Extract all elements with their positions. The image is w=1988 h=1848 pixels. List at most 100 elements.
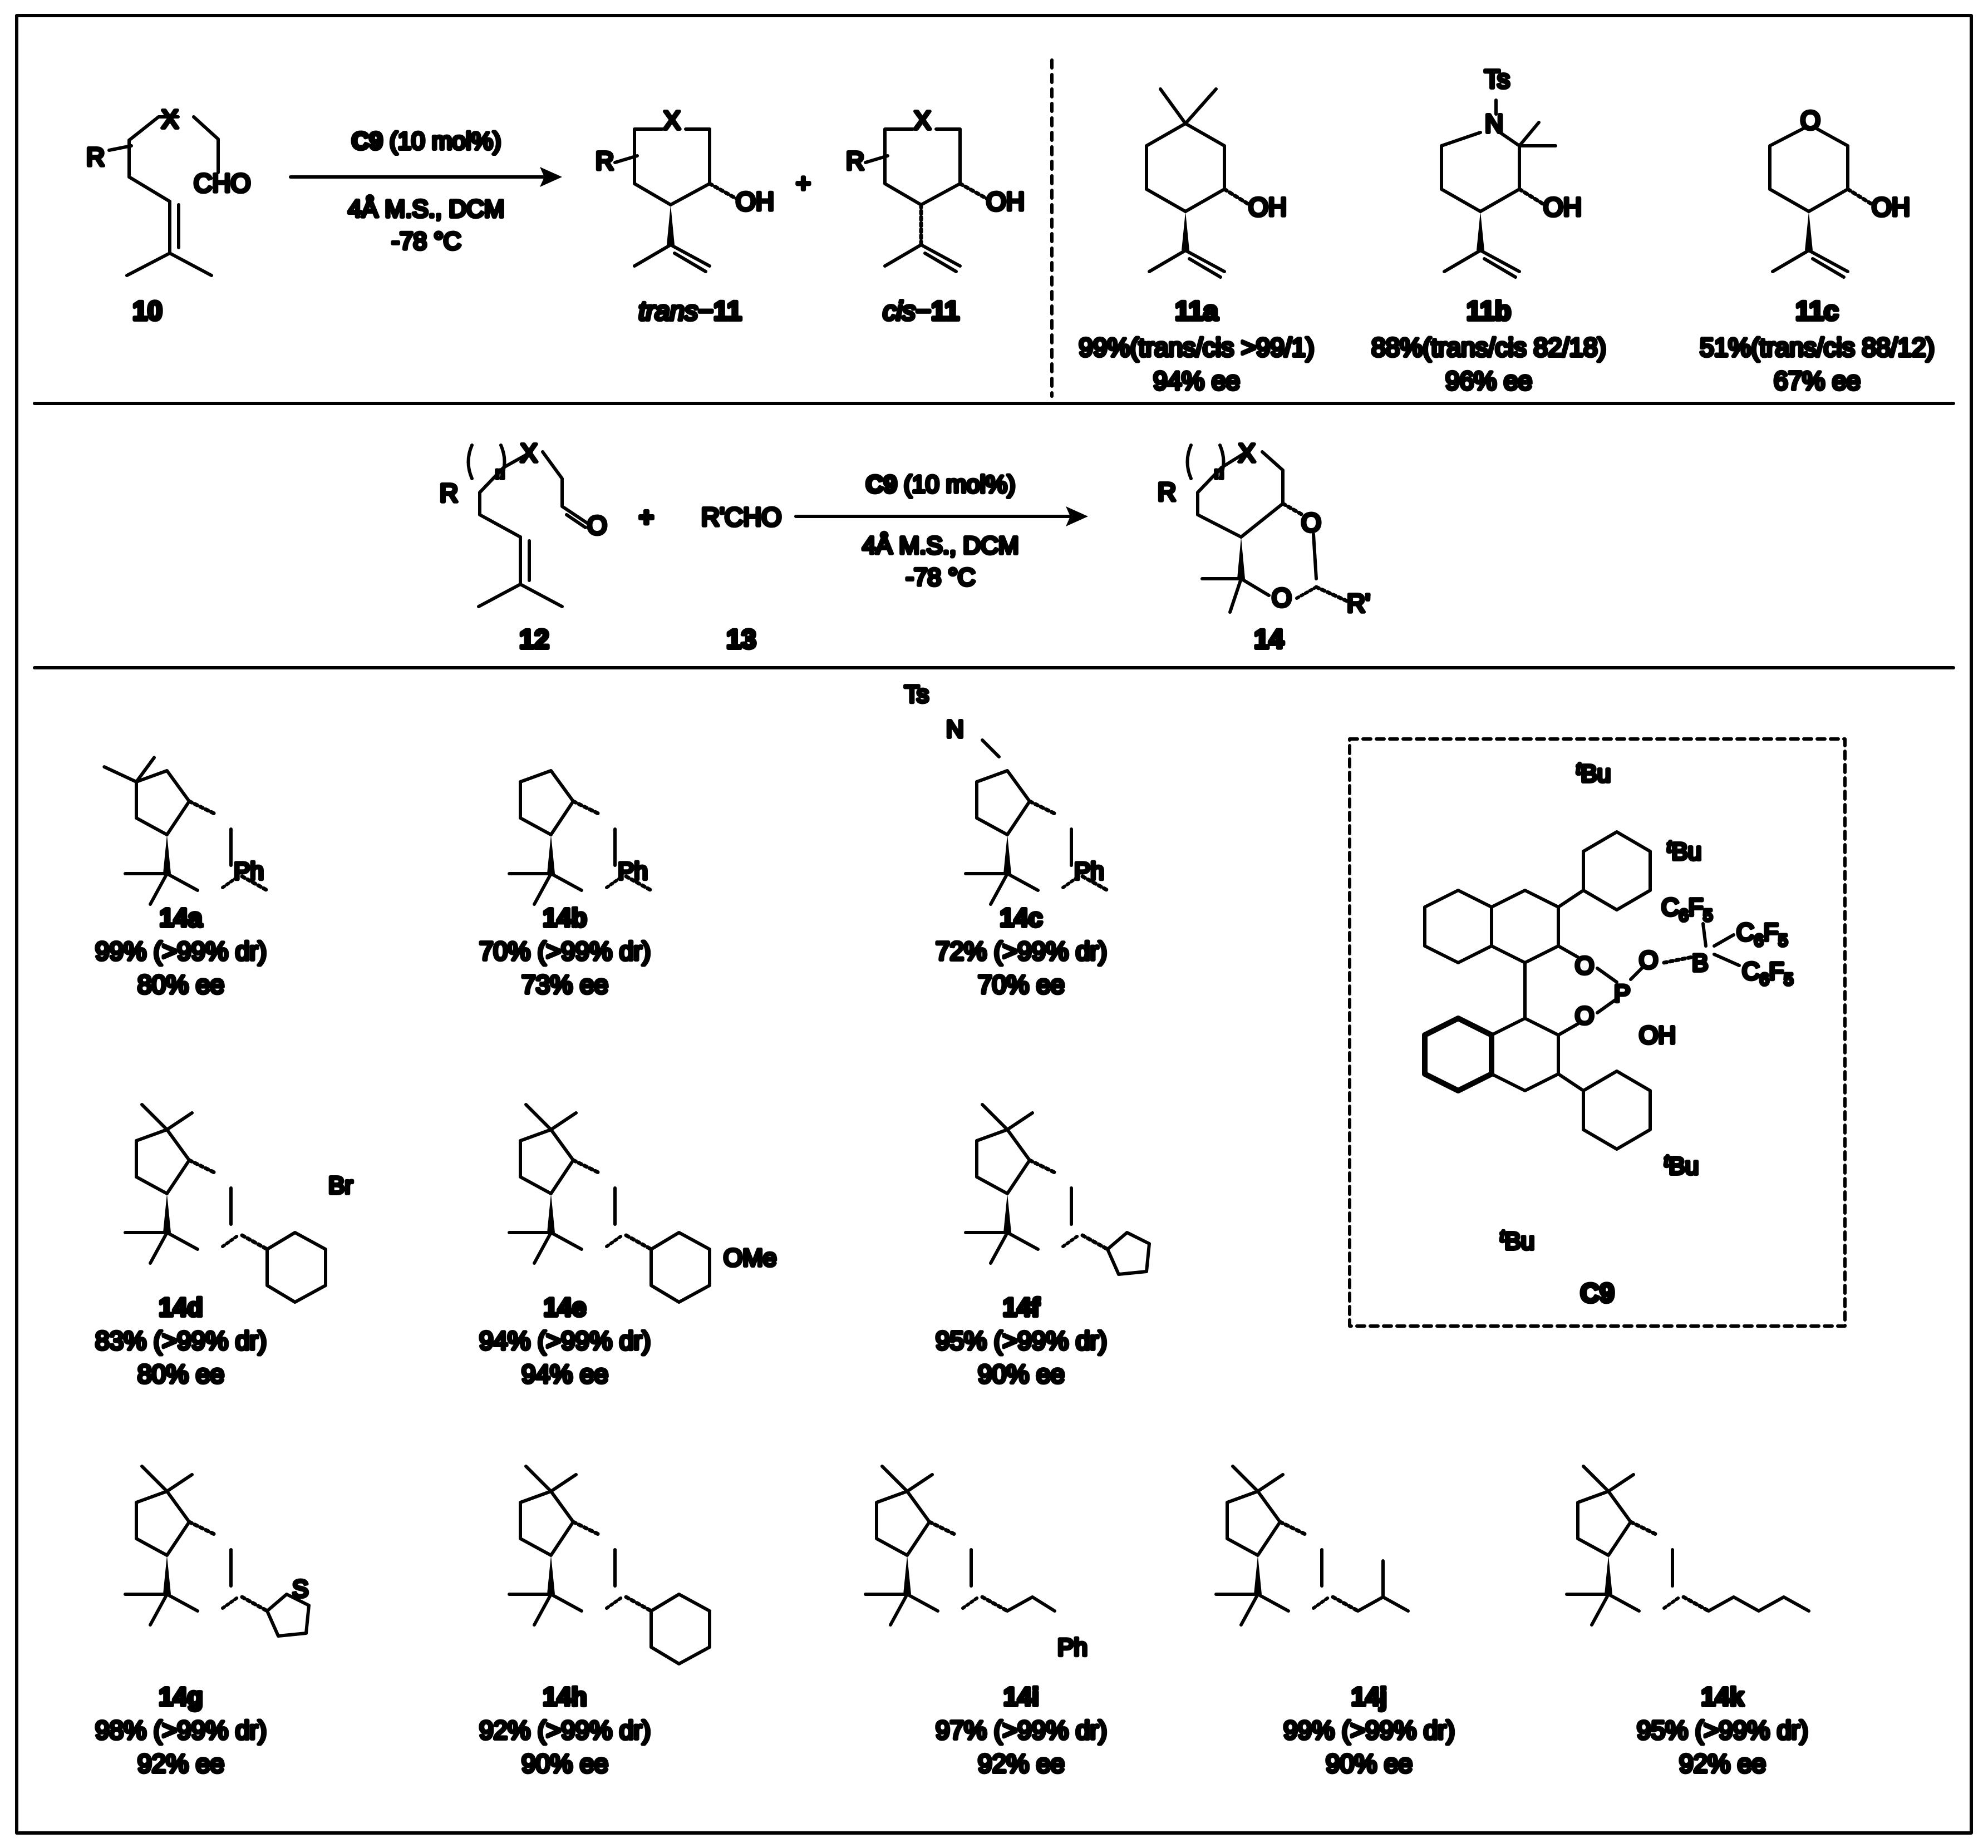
conditions-2-line1: C9(10 mol%) [866,471,1016,498]
14-n: n [1214,464,1224,482]
ee-14a: 80% ee [137,970,224,999]
c9-c6f5-1: C6F5 [1661,894,1713,925]
11c-o: O [1800,106,1820,135]
outer-frame [15,14,1973,1835]
c9-o2: O [1575,1002,1594,1029]
yield-11c: 51%(trans/cis 88/12) [1700,333,1935,362]
structure-14 [1185,443,1349,614]
cho-label: CHO [194,169,250,198]
atom-x-label: X [161,105,179,134]
14-x: X [1238,438,1256,467]
ee-14e: 94% ee [521,1359,608,1388]
structure-cis-11 [864,127,990,273]
reaction-arrow-1-head [540,167,562,187]
structure-14g [125,1466,311,1638]
12-x: X [520,438,538,467]
cis11-x: X [914,106,931,135]
14d-br: Br [328,1172,353,1199]
ee-14d: 80% ee [137,1359,224,1388]
compound-label-14g: 14g [159,1682,203,1711]
compound-label-trans-11: trans−11 [638,297,742,326]
compound-label-14b: 14b [543,903,587,932]
trans11-oh: OH [736,187,774,216]
cis11-oh: OH [986,187,1025,216]
yield-14b: 70% (>99% dr) [479,937,651,965]
yield-14h: 92% (>99% dr) [479,1716,651,1744]
compound-label-13: 13 [726,625,756,654]
structure-11b [1440,98,1557,279]
11b-n: N [1485,109,1503,138]
compound-label-14h: 14h [543,1682,587,1711]
plus-sign-1: + [796,169,811,198]
scope-captions: 14a 99% (>99% dr) 80% ee 14b 70% (>99% d… [94,901,1810,1780]
structure-c9 [1422,830,1741,1151]
ee-14k: 92% ee [1679,1749,1766,1778]
compound-label-11a: 11a [1175,297,1218,326]
conditions-1-line3: -78 °C [391,228,461,255]
14e-ome: OMe [724,1244,776,1272]
c9-o3: O [1639,947,1658,974]
ee-11a: 94% ee [1153,366,1240,395]
structure-14k [1567,1466,1810,1625]
14c-ph: Ph [1074,858,1104,885]
catalyst-box [1348,737,1847,1328]
c9-oh: OH [1639,1022,1676,1049]
yield-14j: 99% (>99% dr) [1283,1716,1455,1744]
compound-label-10: 10 [132,297,162,326]
yield-14f: 95% (>99% dr) [936,1326,1107,1355]
14c-n: N [946,716,964,743]
structure-14c [966,738,1108,904]
structure-12 [466,443,589,608]
yield-11b: 88%(trans/cis 82/18) [1371,333,1606,362]
12-n: n [495,464,505,482]
r-group-label: R [86,142,105,171]
c9-c6f5-3: C6F5 [1742,958,1793,989]
compound-label-14j: 14j [1351,1682,1387,1711]
compound-label-cis-11: cis−11 [883,297,959,326]
yield-14d: 83% (>99% dr) [95,1326,267,1355]
r-prime-cho: R'CHO [701,502,781,531]
structure-14d [125,1105,327,1304]
11b-oh: OH [1543,193,1582,221]
compound-label-14i: 14i [1003,1682,1039,1711]
compound-label-14d: 14d [159,1293,203,1322]
ee-14f: 90% ee [978,1359,1065,1388]
structure-14j [1216,1466,1410,1625]
yield-14a: 99% (>99% dr) [95,937,267,965]
14i-ph: Ph [1057,1634,1088,1661]
14-o1: O [1301,508,1321,537]
c9-labels: tBu tBu tBu tBu O O P O OH B C6F5 C6F5 C… [1498,758,1795,1310]
14-o2: O [1272,583,1292,612]
ee-14i: 92% ee [978,1749,1065,1778]
structure-14h [509,1466,711,1665]
ee-14h: 90% ee [521,1749,608,1778]
ee-14j: 90% ee [1326,1749,1413,1778]
c9-p: P [1614,980,1630,1007]
c9-b: B [1692,949,1708,977]
conditions-1-line1: C9(10 mol%) [352,127,501,155]
c9-o1: O [1575,952,1594,979]
structure-14i [865,1466,1056,1625]
compound-label-14k: 14k [1701,1682,1744,1711]
14g-s: S [292,1575,308,1603]
compound-label-14e: 14e [544,1293,587,1322]
11a-oh: OH [1248,193,1287,221]
compound-label-c9: C9 [1580,1279,1614,1308]
14b-ph: Ph [618,858,648,885]
cis11-r: R [846,146,864,175]
compound-label-11b: 11b [1467,297,1511,326]
structure-trans-11 [613,127,740,273]
yield-14k: 95% (>99% dr) [1637,1716,1808,1744]
11b-ts: Ts [1484,65,1510,93]
ee-11c: 67% ee [1774,366,1861,395]
trans11-x: X [663,106,681,135]
14a-ph: Ph [234,858,264,885]
conditions-2-line3: -78 °C [906,564,975,591]
12-r: R [440,479,458,507]
structure-14e [509,1105,711,1304]
plus-sign-2: + [639,502,654,531]
compound-label-11c: 11c [1795,297,1838,326]
14c-ts: Ts [904,681,929,708]
c9-tbu-1: tBu [1576,760,1611,787]
